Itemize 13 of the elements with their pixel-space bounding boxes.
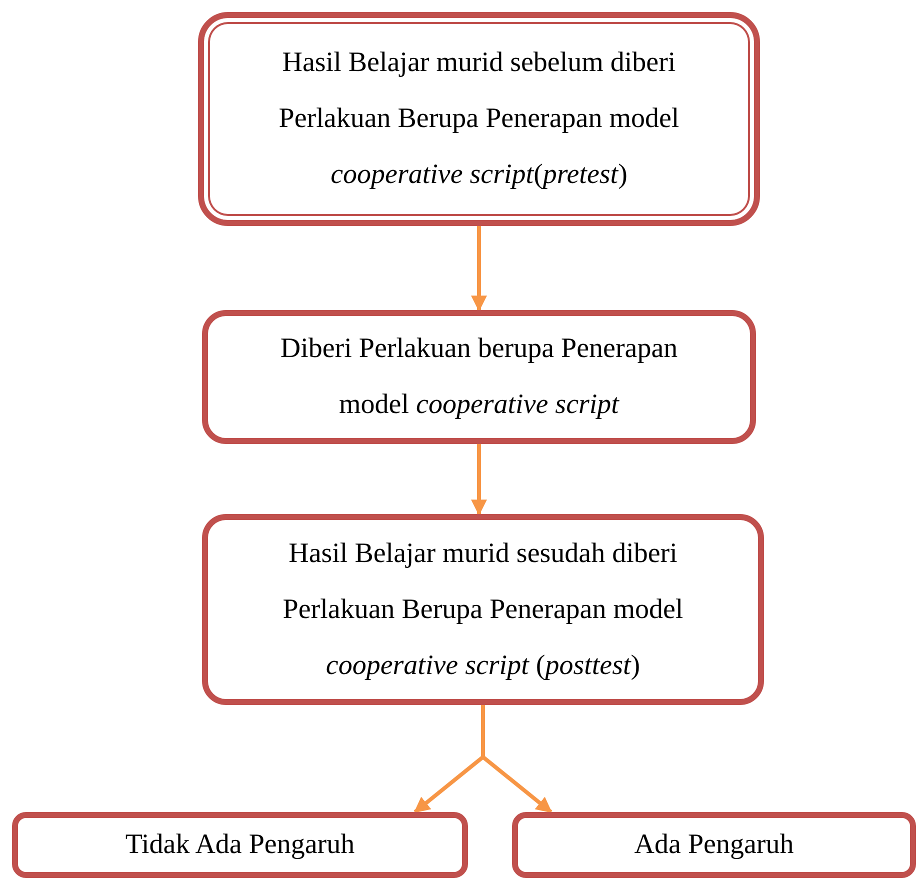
process-box [202,514,764,705]
process-box [512,812,916,878]
box-text: Diberi Perlakuan berupa Penerapan model cooperative script [279,332,679,422]
process-box [12,812,468,878]
process-box [198,12,760,226]
arrow [471,444,487,516]
arrow [471,226,487,312]
box-text: Tidak Ada Pengaruh [125,828,355,862]
process-box [202,310,756,444]
arrow [481,705,552,814]
box-text: Ada Pengaruh [634,828,794,862]
box-text: Hasil Belajar murid sebelum diberi Perlakuan Berupa Penerapan model cooperative script(pretest) [278,46,680,192]
box-text: Hasil Belajar murid sesudah diberi Perlakuan Berupa Penerapan model cooperative script (posttest) [282,536,684,682]
